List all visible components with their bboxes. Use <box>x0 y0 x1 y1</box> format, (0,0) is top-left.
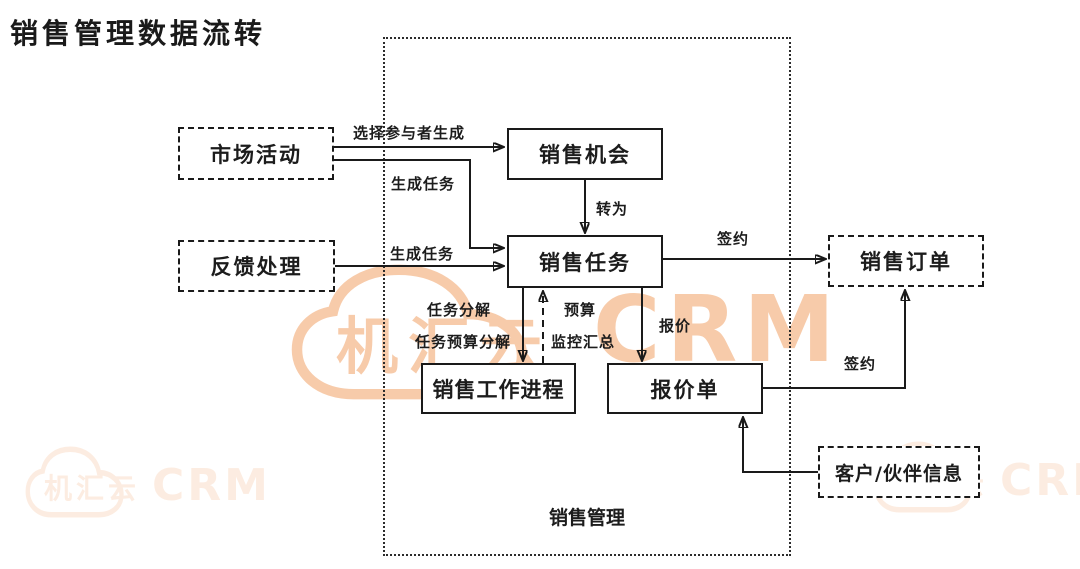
edge-label-budget: 预算 <box>564 301 597 319</box>
node-label: 销售机会 <box>539 143 631 167</box>
node-label: 客户/伙伴信息 <box>835 462 963 485</box>
edge-label-task-budget-decomposition: 任务预算分解 <box>415 333 512 351</box>
node-label: 报价单 <box>650 377 720 402</box>
node-sales-opportunity: 销售机会 <box>507 128 663 180</box>
node-label: 销售订单 <box>860 250 952 274</box>
edge-label-generate-task-from-market: 生成任务 <box>391 175 456 193</box>
node-label: 市场活动 <box>210 142 302 167</box>
edge-quotation-to-order <box>763 291 905 389</box>
node-label: 反馈处理 <box>210 255 303 279</box>
edge-label-sign-contract-bottom: 签约 <box>844 355 877 373</box>
edge-label-generate-task-from-feedback: 生成任务 <box>390 245 455 263</box>
edge-label-task-decomposition: 任务分解 <box>427 301 492 319</box>
node-market-activity: 市场活动 <box>178 127 334 180</box>
edge-label-sign-contract-top: 签约 <box>717 230 750 248</box>
node-sales-task: 销售任务 <box>507 235 663 288</box>
edge-label-quote: 报价 <box>659 317 692 335</box>
page-title: 销售管理数据流转 <box>10 17 267 50</box>
edge-customer-to-quotation <box>743 418 818 473</box>
edge-label-convert-to: 转为 <box>596 200 629 218</box>
node-customer-partner-info: 客户/伙伴信息 <box>818 446 980 498</box>
sales-management-boundary-label: 销售管理 <box>548 507 625 529</box>
edge-label-monitor-summary: 监控汇总 <box>551 333 616 351</box>
edge-market-to-task <box>333 159 503 248</box>
node-quotation: 报价单 <box>607 363 763 414</box>
node-label: 销售任务 <box>539 250 631 275</box>
edge-label-select-participants: 选择参与者生成 <box>353 124 466 142</box>
node-sales-order: 销售订单 <box>828 235 984 287</box>
